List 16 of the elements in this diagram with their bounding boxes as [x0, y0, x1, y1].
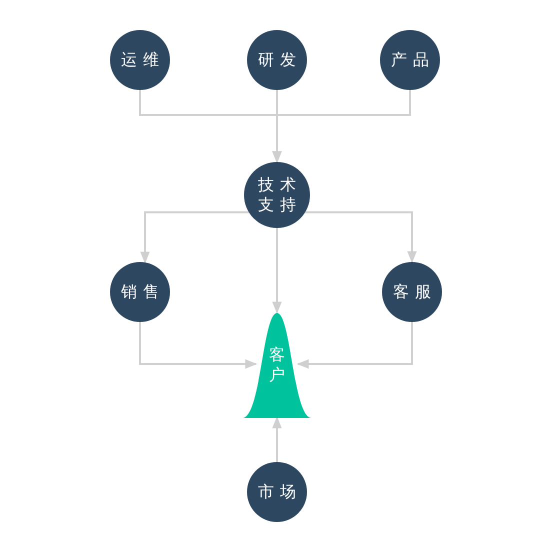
arrow	[296, 322, 413, 369]
node-label: 运维	[120, 50, 166, 70]
node-label: 研发	[257, 50, 303, 70]
node-label: 客户	[268, 345, 286, 385]
node-label: 产品	[390, 50, 436, 70]
bell-shape	[243, 312, 311, 418]
arrow	[272, 90, 411, 164]
arrow	[272, 228, 282, 314]
arrow	[139, 322, 258, 369]
arrow	[140, 211, 249, 264]
arrow	[272, 416, 282, 462]
node-label: 销售	[120, 282, 166, 302]
arrow	[305, 211, 417, 264]
node-label: 技术支持	[257, 175, 303, 215]
node-label: 市场	[257, 482, 303, 502]
node-label: 客服	[392, 282, 438, 302]
